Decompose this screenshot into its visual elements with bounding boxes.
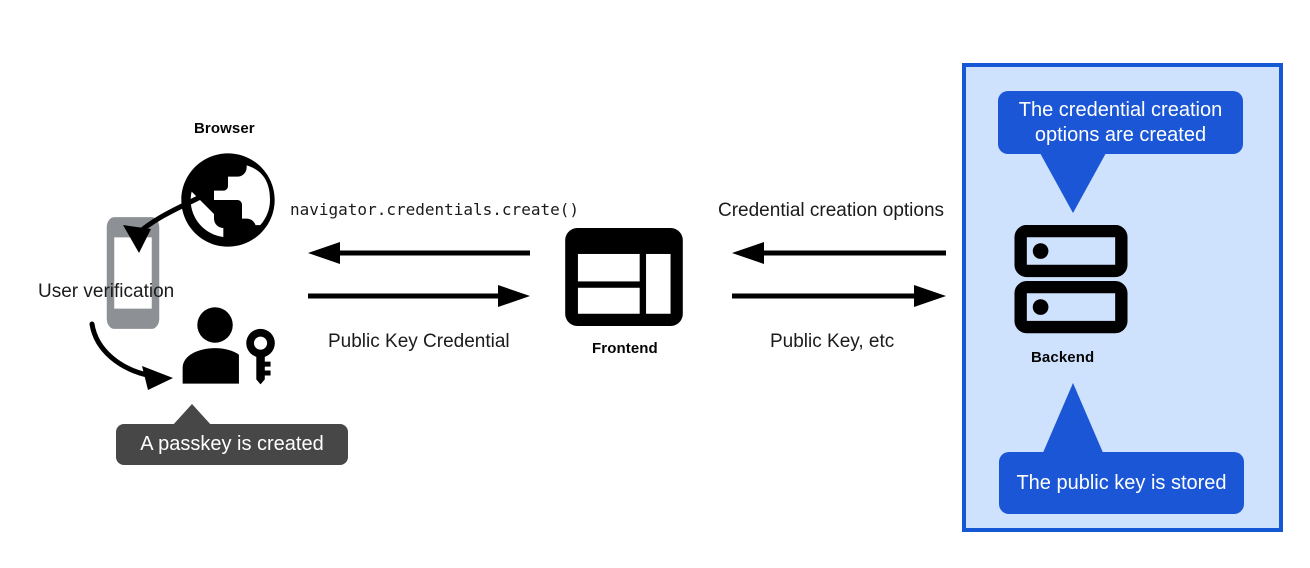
- public-key-credential-label: Public Key Credential: [328, 331, 510, 352]
- backend-note-stored-text: The public key is stored: [1016, 471, 1227, 494]
- frontend-to-backend-arrow: [732, 285, 946, 307]
- browser-to-frontend-arrow: [308, 285, 530, 307]
- web-layout-icon: [565, 228, 683, 326]
- backend-note-options-text: The credential creation options are crea…: [1018, 98, 1223, 146]
- passkey-tooltip-pointer: [172, 404, 212, 426]
- backend-note-options: The credential creation options are crea…: [998, 91, 1243, 154]
- person-with-key-icon: [178, 303, 286, 391]
- backend-note-stored: The public key is stored: [999, 452, 1244, 514]
- public-key-etc-label: Public Key, etc: [770, 331, 895, 352]
- backend-note-options-pointer: [1040, 153, 1106, 213]
- server-storage-icon: [1014, 224, 1128, 335]
- credential-creation-options-label: Credential creation options: [718, 200, 945, 221]
- smartphone-icon: [88, 212, 178, 334]
- user-verification-label: User verification: [38, 281, 175, 302]
- backend-label: Backend: [1031, 349, 1095, 366]
- backend-panel: The credential creation options are crea…: [962, 63, 1283, 532]
- passkey-tooltip: A passkey is created: [116, 424, 348, 465]
- navigator-credentials-create-label: navigator.credentials.create(): [290, 200, 579, 219]
- browser-label: Browser: [194, 120, 255, 137]
- frontend-label: Frontend: [592, 340, 658, 357]
- frontend-to-browser-arrow: [308, 242, 530, 264]
- backend-to-frontend-arrow: [732, 242, 946, 264]
- phone-to-passkey-arrow: [89, 321, 173, 390]
- backend-note-stored-pointer: [1042, 383, 1104, 455]
- globe-icon: [172, 144, 284, 256]
- globe-to-phone-arrow: [123, 190, 211, 253]
